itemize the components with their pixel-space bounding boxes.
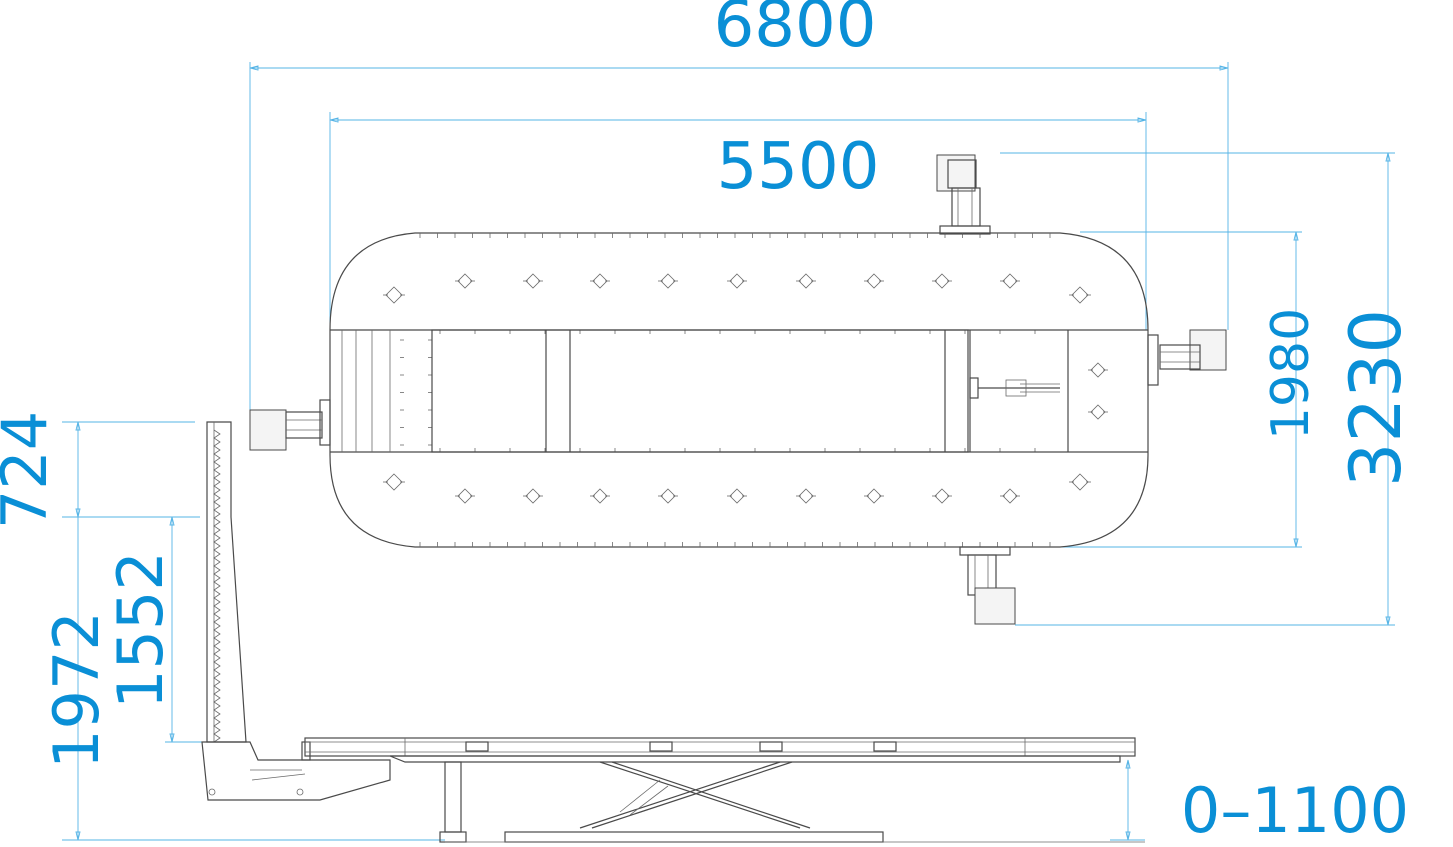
dim-overall-length: 6800 [714,0,877,62]
mounting-markers [383,273,1108,504]
dimension-line-overall-length [249,62,1229,410]
dim-overall-width: 3230 [1335,309,1417,487]
top-view [249,62,1395,626]
pulling-tower [206,421,247,743]
dim-lift-height: 0–1100 [1181,774,1409,847]
dim-tower-top: 724 [0,411,61,529]
tower-base [201,741,391,801]
dim-tower-total: 1972 [40,611,113,769]
dim-platform-width: 1980 [1261,308,1321,440]
dimension-line-tower-mid [165,516,205,743]
runway-band [330,329,1148,453]
tower-ratchet [213,429,221,743]
dimension-line-tower-top [62,421,195,518]
dimension-line-lift-height [1110,759,1145,841]
turntable-outline [329,232,1149,548]
bench-rail [304,737,1136,763]
side-view [62,421,1145,843]
dimension-line-platform-width [1040,231,1302,548]
dimension-line-overall-width [1000,152,1395,626]
tooth-ticks [400,233,1051,547]
scissor-lift [504,761,884,843]
dimension-line-tower-total [62,516,445,841]
motor-right [1147,329,1227,386]
support-leg [439,761,467,843]
motor-top [936,154,991,235]
motor-left [249,399,331,451]
motor-bottom [959,546,1016,625]
dim-platform-length: 5500 [717,130,880,204]
dimension-line-platform-length [329,112,1147,330]
clamp-arm [969,377,1060,399]
dim-tower-mid: 1552 [104,551,177,709]
